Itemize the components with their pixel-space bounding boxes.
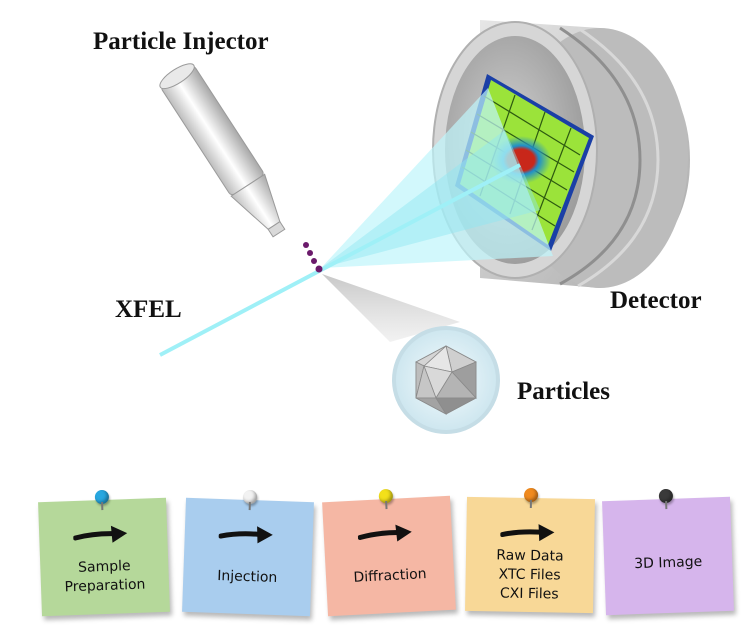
workflow-note-raw-data: Raw Data XTC Files CXI Files (465, 487, 595, 614)
xfel-label: XFEL (115, 296, 182, 323)
scattered-beam-cone (321, 88, 553, 268)
zoom-cone (322, 274, 460, 342)
xfel-beam (159, 163, 521, 357)
workflow-note-label: 3D Image (633, 553, 703, 572)
particle-injector-label: Particle Injector (93, 28, 269, 55)
pushpin-icon (523, 487, 539, 503)
workflow-note-label: Injection (217, 567, 278, 586)
workflow-note-injection: Injection (182, 489, 314, 617)
arrow-right-icon (218, 526, 273, 544)
pushpin-icon (658, 488, 674, 504)
particle-zoom (392, 326, 500, 434)
pushpin-icon (242, 489, 258, 505)
workflow-note-3d-image: 3D Image (602, 488, 734, 616)
detector-label: Detector (610, 287, 702, 314)
workflow-note-diffraction: Diffraction (322, 488, 456, 617)
particle-injector (159, 63, 286, 238)
workflow-note-sample-preparation: Sample Preparation (38, 489, 170, 617)
particle-stream (303, 242, 323, 273)
workflow-note-label: Raw Data XTC Files CXI Files (496, 546, 564, 603)
particles-label: Particles (517, 378, 611, 405)
arrow-right-icon (357, 524, 412, 542)
icosahedron-particle (415, 345, 477, 416)
workflow-note-label: Diffraction (353, 565, 427, 586)
experiment-scene (159, 20, 690, 434)
pushpin-icon (378, 488, 394, 504)
workflow-note-label: Sample Preparation (64, 558, 146, 596)
pushpin-icon (94, 489, 110, 505)
arrow-right-icon (500, 524, 555, 542)
arrow-right-icon (72, 525, 128, 543)
